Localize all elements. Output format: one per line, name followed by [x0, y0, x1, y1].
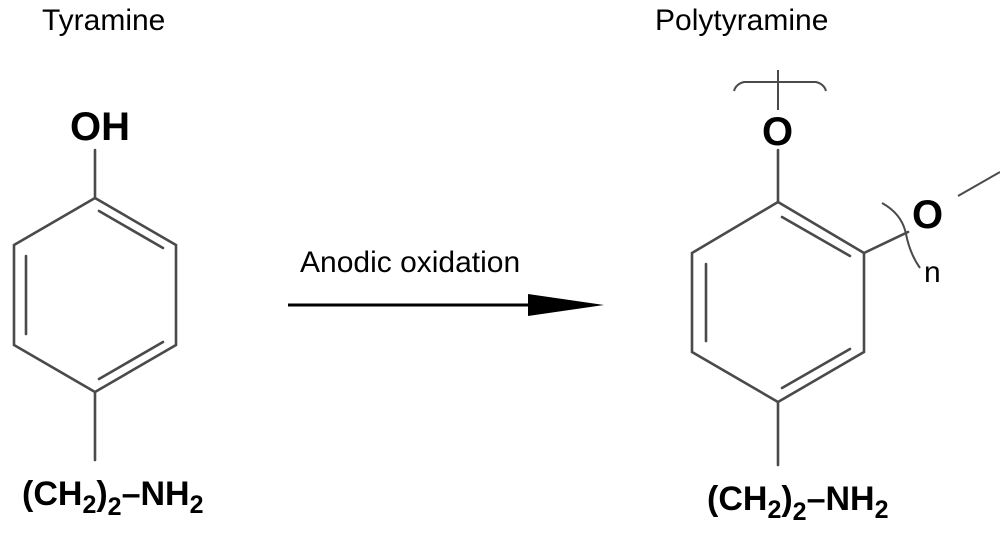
double-bond: [780, 215, 852, 258]
polymer-extension-bond: [957, 171, 1000, 197]
benzene-ring: [12, 196, 178, 394]
double-bond: [780, 347, 852, 390]
double-bond: [97, 340, 165, 381]
aminoethyl-group: (CH2)2–NH2: [22, 475, 204, 521]
tyramine-label: Tyramine: [42, 4, 165, 37]
oxygen-side-label: O: [912, 193, 943, 237]
tyramine-structure: Tyramine OH (CH2)2–NH2: [12, 4, 204, 521]
oxygen-top-label: O: [762, 110, 793, 154]
arrow-head: [528, 294, 604, 316]
polytyramine-label: Polytyramine: [655, 4, 828, 37]
repeat-bracket-top: [733, 81, 827, 92]
side-oxygen-bond: [862, 230, 910, 255]
polytyramine-structure: Polytyramine O O n (CH2)2–NH2: [655, 4, 1000, 526]
aminoethyl-group: (CH2)2–NH2: [707, 480, 889, 526]
repeat-bracket-side: [881, 202, 921, 269]
reaction-condition-label: Anodic oxidation: [300, 246, 520, 279]
benzene-ring: [690, 200, 866, 404]
hydroxyl-label: OH: [70, 105, 130, 149]
double-bond: [97, 209, 165, 250]
reaction-arrow: Anodic oxidation: [288, 246, 604, 316]
repeat-index-label: n: [924, 256, 941, 289]
